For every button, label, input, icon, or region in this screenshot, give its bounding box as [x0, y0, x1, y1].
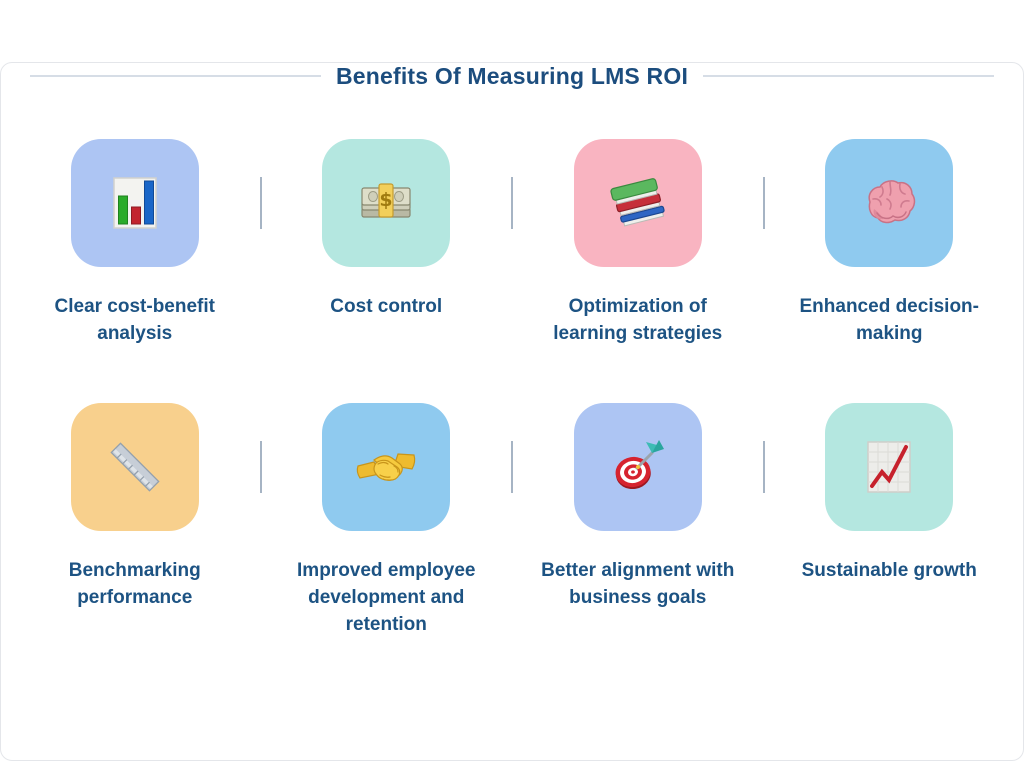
benefit-card-learning-strategies: Optimization of learning strategies	[513, 139, 763, 347]
handshake-icon	[356, 453, 416, 481]
benefit-card-cost-benefit-analysis: Clear cost-benefit analysis	[10, 139, 260, 347]
title-section: Benefits Of Measuring LMS ROI	[30, 62, 994, 90]
benefit-tile	[825, 139, 954, 267]
benefit-label: Sustainable growth	[801, 560, 977, 581]
benefit-label: Cost control	[330, 296, 443, 317]
benefit-label: Benchmarking performance	[68, 560, 201, 608]
svg-text:$: $	[380, 189, 393, 211]
benefit-label: Enhanced decision-making	[799, 296, 979, 344]
benefit-label: Better alignment with business goals	[541, 560, 735, 608]
benefit-card-employee-development: Improved employee development and retent…	[262, 403, 512, 638]
books-icon	[610, 178, 665, 227]
benefits-row-2: Benchmarking performance Improved employ…	[10, 403, 1014, 638]
brain-icon	[868, 180, 916, 224]
benefit-tile: $	[322, 139, 451, 267]
vertical-divider	[259, 177, 262, 229]
vertical-divider	[259, 441, 262, 493]
benefit-tile	[573, 139, 702, 267]
benefit-card-cost-control: $ Cost control	[262, 139, 512, 320]
benefits-row-1: Clear cost-benefit analysis $ Cost contr…	[10, 139, 1014, 347]
benefit-card-business-goals: Better alignment with business goals	[513, 403, 763, 611]
benefit-tile	[573, 403, 702, 531]
vertical-divider	[511, 177, 513, 229]
benefit-tile	[70, 139, 199, 267]
benefit-tile	[825, 403, 954, 531]
benefit-card-decision-making: Enhanced decision-making	[765, 139, 1015, 347]
vertical-divider	[511, 441, 513, 493]
benefit-label: Improved employee development and retent…	[297, 560, 476, 635]
vertical-divider	[762, 441, 765, 493]
bar-chart-icon	[113, 177, 157, 229]
chart-up-icon	[867, 441, 911, 493]
money-icon: $	[361, 183, 411, 218]
benefit-label: Optimization of learning strategies	[553, 296, 723, 344]
target-dart-icon	[615, 440, 664, 490]
title-divider-right	[703, 75, 994, 77]
ruler-icon	[110, 442, 160, 492]
vertical-divider	[762, 177, 765, 229]
benefit-card-benchmarking: Benchmarking performance	[10, 403, 260, 611]
benefit-tile	[70, 403, 199, 531]
benefit-label: Clear cost-benefit analysis	[54, 296, 215, 344]
title-divider-left	[30, 75, 321, 77]
page-title: Benefits Of Measuring LMS ROI	[335, 63, 689, 89]
benefit-card-sustainable-growth: Sustainable growth	[765, 403, 1015, 584]
benefit-tile	[322, 403, 451, 531]
